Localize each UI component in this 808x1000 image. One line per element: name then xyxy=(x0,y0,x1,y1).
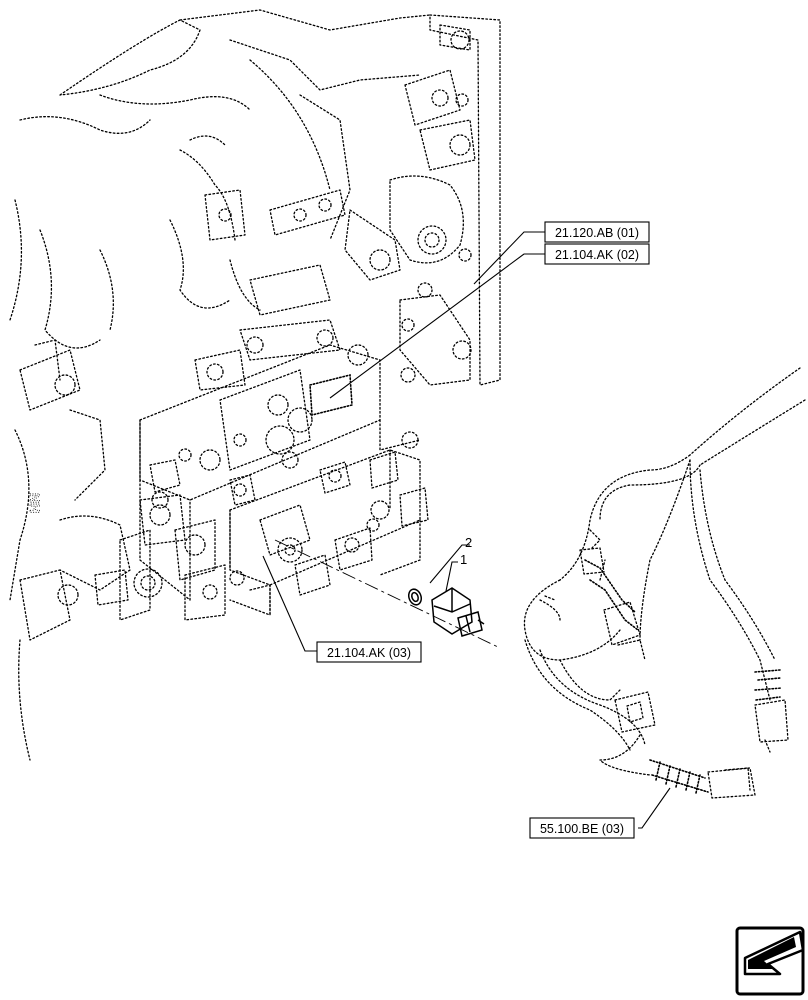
housing-brand-mark: NH xyxy=(27,493,43,513)
transmission-housing: NH xyxy=(9,9,431,761)
next-page-arrow-icon[interactable] xyxy=(735,926,805,996)
reference-21-104-ak-03[interactable]: 21.104.AK (03) xyxy=(316,641,422,663)
reference-21-120-ab-01[interactable]: 21.120.AB (01) xyxy=(544,221,650,243)
sealing-washer xyxy=(407,588,423,606)
pressure-sensor xyxy=(431,587,485,637)
assembly-centerline xyxy=(274,539,501,649)
callout-1: 1 xyxy=(460,552,467,567)
reference-label: 21.104.AK (02) xyxy=(555,248,639,262)
rear-cover-plate xyxy=(194,14,501,391)
reference-55-100-be-03[interactable]: 55.100.BE (03) xyxy=(529,817,635,839)
reference-21-104-ak-02[interactable]: 21.104.AK (02) xyxy=(544,243,650,265)
callout-2: 2 xyxy=(465,535,472,550)
solenoid-section xyxy=(229,431,429,616)
reference-label: 21.104.AK (03) xyxy=(327,646,411,660)
reference-label: 55.100.BE (03) xyxy=(540,822,624,836)
wiring-harness xyxy=(523,367,806,799)
reference-leaders xyxy=(262,231,671,829)
control-valve-block xyxy=(94,329,421,621)
reference-label: 21.120.AB (01) xyxy=(555,226,639,240)
